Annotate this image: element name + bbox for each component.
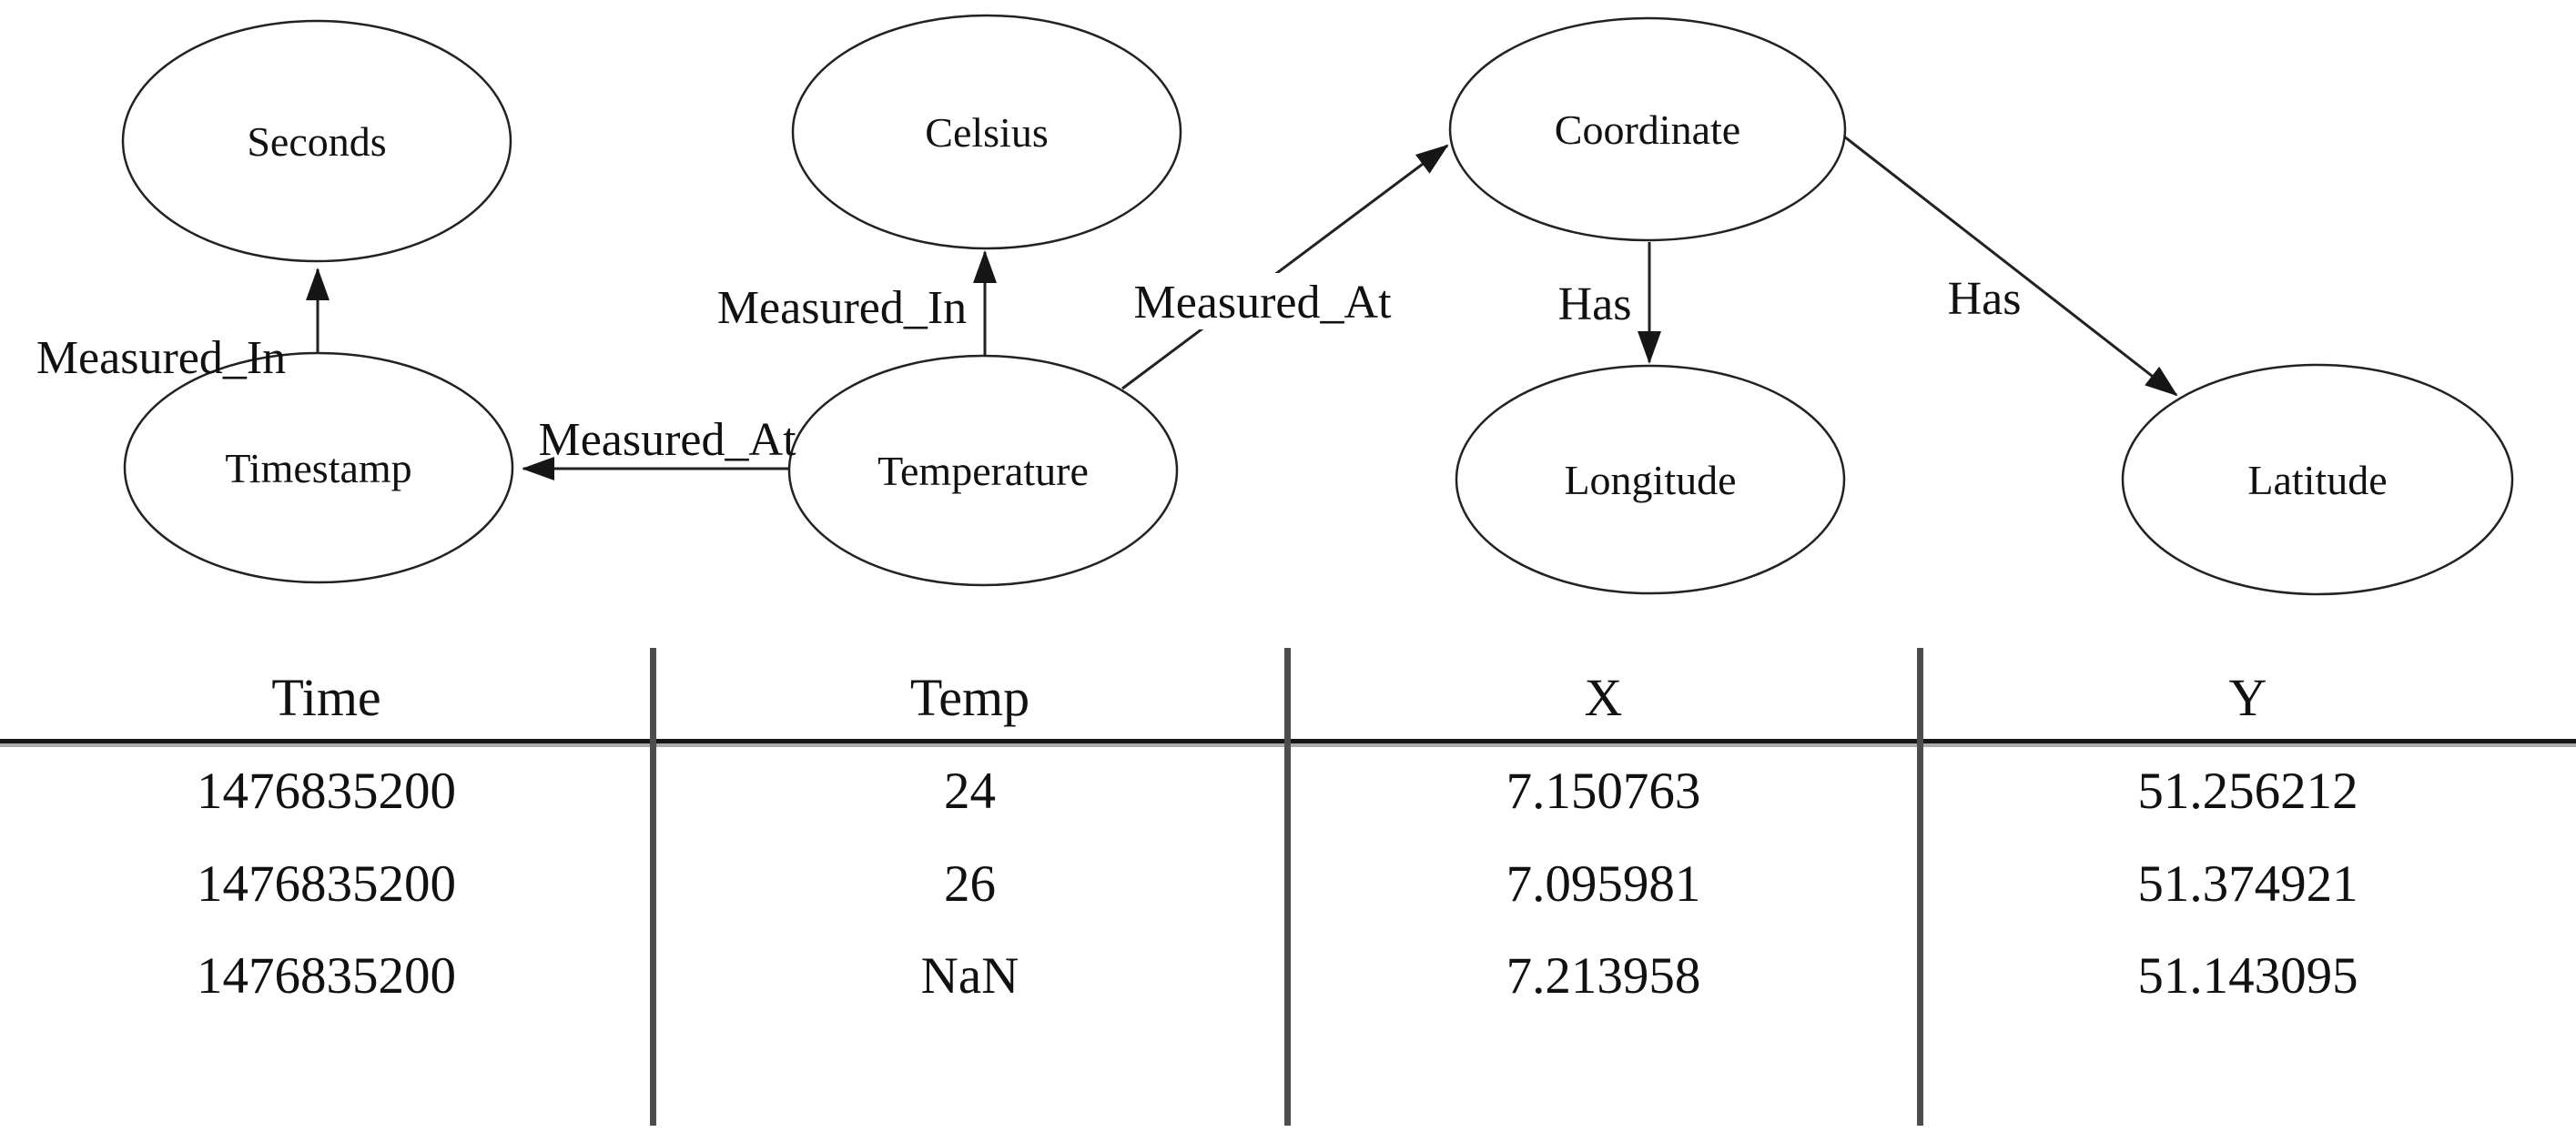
edge-temperature-coordinate [1121,144,1449,390]
table-cell-temp-2: 26 [944,855,996,913]
table-header-time: Time [271,668,381,727]
edge-label-measured-in-seconds: Measured_In [36,332,286,384]
node-temperature-label: Temperature [877,448,1089,494]
table-header-x: X [1584,668,1623,727]
edge-label-has-latitude: Has [1948,273,2022,325]
edge-label-measured-at-coordinate: Measured_At [1133,277,1392,328]
table-cell-time-3: 1476835200 [197,947,456,1005]
node-timestamp-label: Timestamp [225,445,411,491]
table-cell-y-1: 51.256212 [2137,763,2358,820]
table-header-temp: Temp [909,668,1030,727]
table-cell-time-1: 1476835200 [197,763,456,820]
edge-label-measured-at-timestamp: Measured_At [538,414,796,466]
node-celsius-label: Celsius [925,109,1048,156]
table-cell-x-3: 7.213958 [1506,947,1701,1005]
table-cell-y-3: 51.143095 [2137,947,2358,1005]
table-divider-3 [1917,648,1923,1126]
table-cell-x-2: 7.095981 [1506,855,1701,913]
node-seconds-ellipse [121,19,512,263]
node-coordinate-ellipse [1448,16,1847,242]
table-cell-temp-1: 24 [944,763,996,820]
table-cell-x-1: 7.150763 [1506,763,1701,820]
table-cell-y-2: 51.374921 [2137,855,2358,913]
node-latitude-ellipse [2121,363,2514,596]
table-header-y: Y [2228,668,2267,727]
node-latitude-label: Latitude [2247,457,2387,503]
node-celsius-ellipse [791,14,1182,250]
edge-label-has-longitude: Has [1558,278,1632,330]
edge-label-measured-in-celsius: Measured_In [717,282,967,334]
edge-label-backdrop [1121,273,1404,329]
node-longitude-ellipse [1455,364,1846,595]
table-divider-1 [650,648,656,1126]
table-cell-temp-3: NaN [920,947,1019,1005]
table-divider-2 [1284,648,1291,1126]
node-longitude-label: Longitude [1564,457,1736,503]
table-cell-time-2: 1476835200 [197,855,456,913]
node-coordinate-label: Coordinate [1555,106,1740,153]
node-timestamp-ellipse [123,351,514,584]
node-temperature-ellipse [787,354,1179,587]
edge-coordinate-latitude [1843,135,2178,397]
node-seconds-label: Seconds [247,118,386,165]
